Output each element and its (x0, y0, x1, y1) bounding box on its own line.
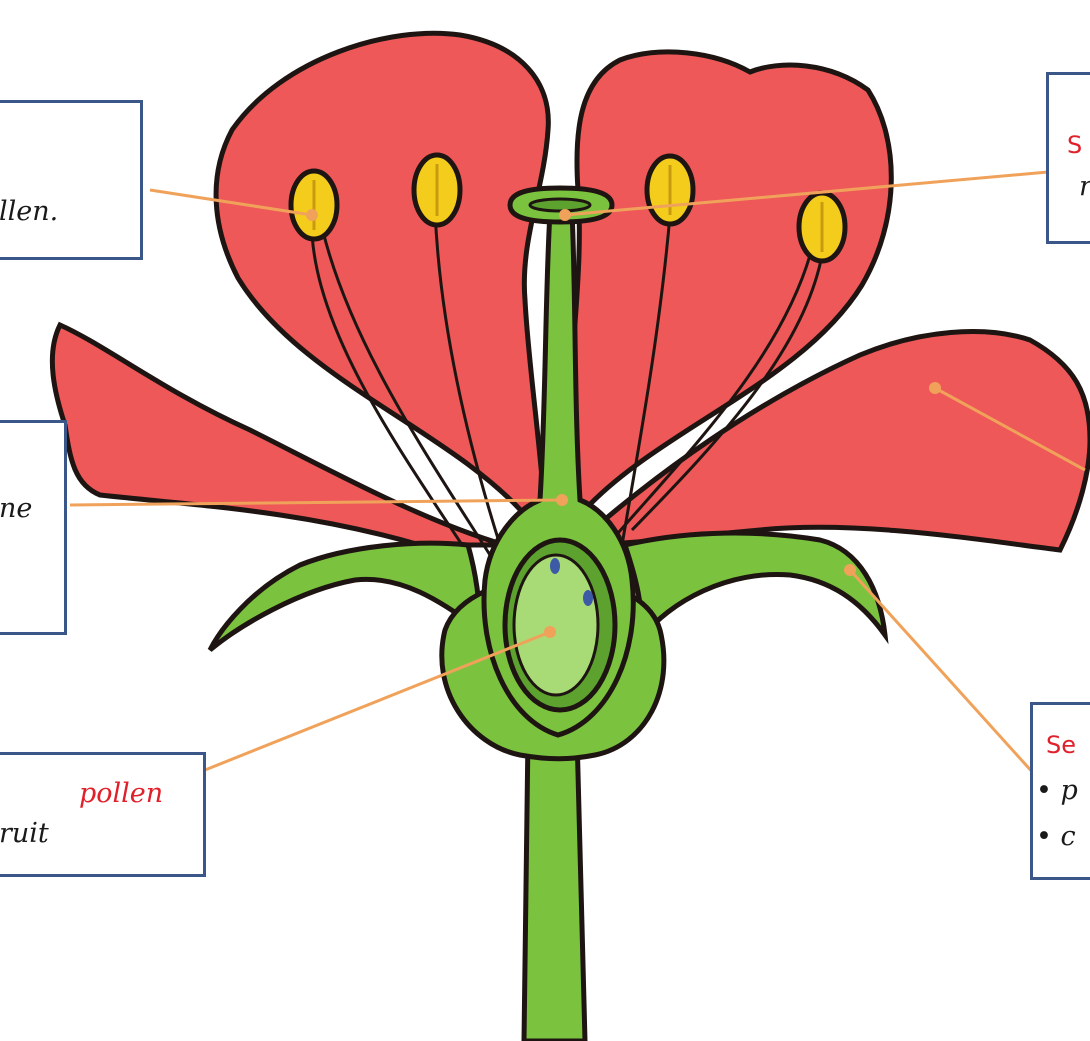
sepal-label-bullet1: • p (1036, 777, 1078, 804)
stamen-label-box: llen. (0, 100, 143, 260)
ovary-label-fruit: ruit (0, 820, 49, 847)
ovule (583, 590, 593, 606)
stem (524, 735, 585, 1041)
stamen-label-text: llen. (0, 198, 58, 225)
ovary-label-box: pollen ruit (0, 752, 206, 877)
stigma-label-heading: S (1067, 133, 1082, 157)
sepal-label-box: Se • p • c (1030, 702, 1090, 880)
style-label-box: ne (0, 420, 67, 635)
stigma-label-box: S r (1046, 72, 1090, 244)
ovary-label-pollen: pollen (79, 780, 163, 807)
sepal-right (625, 533, 885, 640)
sepal-left (210, 543, 480, 650)
ovary-inner (514, 555, 598, 695)
ovule (550, 558, 560, 574)
stigma-label-line2: r (1079, 173, 1090, 200)
sepal-label-heading: Se (1046, 733, 1076, 757)
style-label-text: ne (0, 495, 32, 522)
sepal-label-bullet2: • c (1036, 823, 1076, 850)
